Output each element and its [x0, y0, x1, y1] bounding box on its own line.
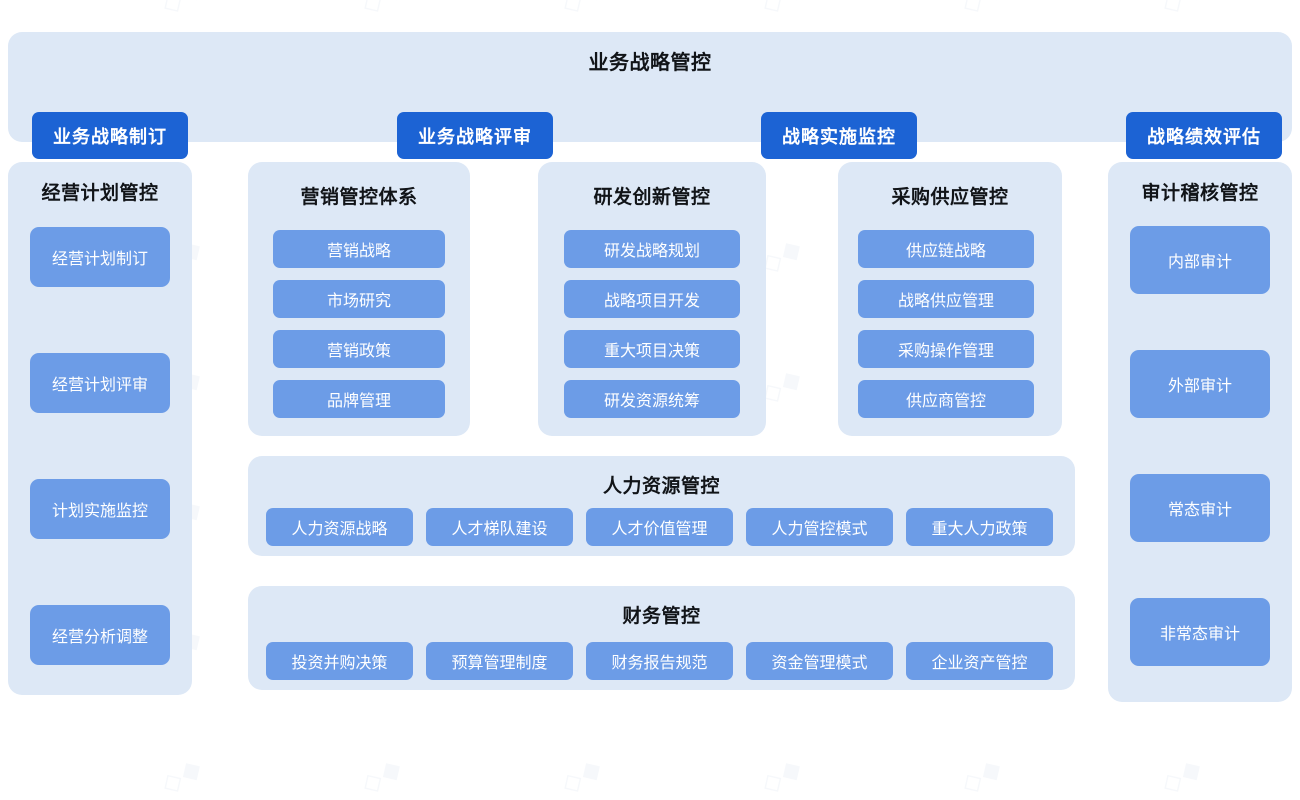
- procurement-item-operations[interactable]: 采购操作管理: [858, 330, 1034, 368]
- audit-panel: 审计稽核管控 内部审计 外部审计 常态审计 非常态审计: [1108, 162, 1292, 702]
- marketing-item-research[interactable]: 市场研究: [273, 280, 445, 318]
- procurement-item-strategic-supply[interactable]: 战略供应管理: [858, 280, 1034, 318]
- audit-item-external[interactable]: 外部审计: [1130, 350, 1270, 418]
- strategy-button-review[interactable]: 业务战略评审: [397, 112, 553, 159]
- finance-item-budget-system[interactable]: 预算管理制度: [426, 642, 573, 680]
- business-plan-panel: 经营计划管控 经营计划制订 经营计划评审 计划实施监控 经营分析调整: [8, 162, 192, 695]
- finance-item-fund-mode[interactable]: 资金管理模式: [746, 642, 893, 680]
- audit-item-internal[interactable]: 内部审计: [1130, 226, 1270, 294]
- watermark-mark: ◇◆: [355, 750, 409, 800]
- business-plan-item-review[interactable]: 经营计划评审: [30, 353, 170, 413]
- hr-item-talent-value[interactable]: 人才价值管理: [586, 508, 733, 546]
- rd-item-project-development[interactable]: 战略项目开发: [564, 280, 740, 318]
- rd-item-major-decision[interactable]: 重大项目决策: [564, 330, 740, 368]
- business-plan-item-analysis[interactable]: 经营分析调整: [30, 605, 170, 665]
- watermark-mark: ◇◆: [0, 750, 9, 800]
- marketing-item-strategy[interactable]: 营销战略: [273, 230, 445, 268]
- strategy-button-performance[interactable]: 战略绩效评估: [1126, 112, 1282, 159]
- procurement-item-supply-chain-strategy[interactable]: 供应链战略: [858, 230, 1034, 268]
- procurement-panel-title: 采购供应管控: [891, 187, 1009, 208]
- audit-item-non-routine[interactable]: 非常态审计: [1130, 598, 1270, 666]
- finance-item-asset-control[interactable]: 企业资产管控: [906, 642, 1053, 680]
- hr-item-strategy[interactable]: 人力资源战略: [266, 508, 413, 546]
- watermark-mark: ◇◆: [155, 750, 209, 800]
- marketing-panel-title: 营销管控体系: [300, 187, 418, 208]
- strategy-button-formulation[interactable]: 业务战略制订: [32, 112, 188, 159]
- watermark-mark: ◇◆: [555, 750, 609, 800]
- hr-panel-title: 人力资源管控: [602, 476, 720, 497]
- strategy-banner-title: 业务战略管控: [588, 52, 712, 74]
- rd-item-strategy-planning[interactable]: 研发战略规划: [564, 230, 740, 268]
- watermark-mark: ◇◆: [1155, 750, 1209, 800]
- strategy-banner-panel: 业务战略管控 业务战略制订 业务战略评审 战略实施监控 战略绩效评估: [8, 32, 1292, 159]
- rd-innovation-panel: 研发创新管控 研发战略规划 战略项目开发 重大项目决策 研发资源统筹: [538, 162, 766, 436]
- rd-innovation-title: 研发创新管控: [593, 187, 711, 208]
- finance-item-reporting-standard[interactable]: 财务报告规范: [586, 642, 733, 680]
- procurement-panel: 采购供应管控 供应链战略 战略供应管理 采购操作管理 供应商管控: [838, 162, 1062, 436]
- finance-item-investment-ma[interactable]: 投资并购决策: [266, 642, 413, 680]
- business-plan-item-monitoring[interactable]: 计划实施监控: [30, 479, 170, 539]
- watermark-mark: ◇◆: [955, 750, 1009, 800]
- marketing-panel: 营销管控体系 营销战略 市场研究 营销政策 品牌管理: [248, 162, 470, 436]
- audit-item-routine[interactable]: 常态审计: [1130, 474, 1270, 542]
- business-plan-title: 经营计划管控: [41, 183, 159, 204]
- procurement-item-supplier-control[interactable]: 供应商管控: [858, 380, 1034, 418]
- hr-item-major-policy[interactable]: 重大人力政策: [906, 508, 1053, 546]
- rd-item-resource-coordination[interactable]: 研发资源统筹: [564, 380, 740, 418]
- finance-panel: 财务管控 投资并购决策 预算管理制度 财务报告规范 资金管理模式 企业资产管控: [248, 586, 1075, 690]
- audit-panel-title: 审计稽核管控: [1141, 183, 1259, 204]
- business-plan-item-formulation[interactable]: 经营计划制订: [30, 227, 170, 287]
- marketing-item-brand[interactable]: 品牌管理: [273, 380, 445, 418]
- hr-item-talent-pipeline[interactable]: 人才梯队建设: [426, 508, 573, 546]
- hr-panel: 人力资源管控 人力资源战略 人才梯队建设 人才价值管理 人力管控模式 重大人力政…: [248, 456, 1075, 556]
- watermark-mark: ◇◆: [755, 750, 809, 800]
- strategy-button-monitoring[interactable]: 战略实施监控: [761, 112, 917, 159]
- diagram-canvas: 业务战略管控 业务战略制订 业务战略评审 战略实施监控 战略绩效评估 经营计划管…: [8, 32, 1292, 702]
- hr-item-control-mode[interactable]: 人力管控模式: [746, 508, 893, 546]
- finance-panel-title: 财务管控: [622, 606, 701, 627]
- marketing-item-policy[interactable]: 营销政策: [273, 330, 445, 368]
